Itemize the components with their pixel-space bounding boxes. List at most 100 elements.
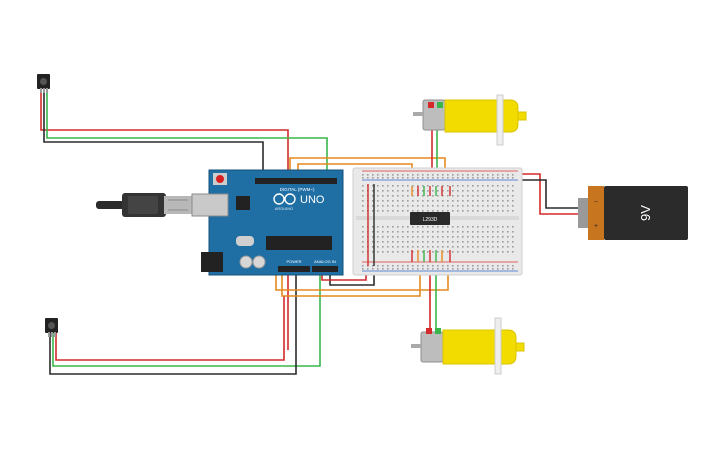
power-jack <box>201 252 223 272</box>
breadboard-hole <box>442 205 444 207</box>
battery-9v[interactable]: − + 9V <box>578 186 688 240</box>
breadboard-hole <box>457 246 459 248</box>
breadboard-hole <box>502 190 504 192</box>
breadboard-hole <box>442 251 444 253</box>
analog-header-label: ANALOG IN <box>314 259 336 264</box>
breadboard-hole <box>497 205 499 207</box>
breadboard-hole <box>477 210 479 212</box>
breadboard-hole <box>492 210 494 212</box>
breadboard-hole <box>412 190 414 192</box>
breadboard-hole <box>442 231 444 233</box>
breadboard-hole <box>397 195 399 197</box>
breadboard-hole <box>492 174 494 176</box>
breadboard-hole <box>407 200 409 202</box>
breadboard-hole <box>512 210 514 212</box>
breadboard[interactable]: L293D <box>352 167 523 276</box>
breadboard-hole <box>402 205 404 207</box>
breadboard-hole <box>482 174 484 176</box>
breadboard-hole <box>407 185 409 187</box>
usb-cable[interactable] <box>96 193 192 217</box>
breadboard-hole <box>512 185 514 187</box>
breadboard-hole <box>442 236 444 238</box>
ir-sensor-top[interactable] <box>37 74 50 93</box>
wire-sensor-bottom-black[interactable] <box>49 260 297 375</box>
breadboard-hole <box>512 200 514 202</box>
breadboard-hole <box>377 241 379 243</box>
breadboard-hole <box>387 251 389 253</box>
breadboard-hole <box>417 174 419 176</box>
breadboard-hole <box>497 241 499 243</box>
breadboard-hole <box>442 265 444 267</box>
breadboard-hole <box>427 174 429 176</box>
breadboard-hole <box>492 251 494 253</box>
breadboard-hole <box>482 185 484 187</box>
breadboard-hole <box>392 190 394 192</box>
breadboard-hole <box>457 210 459 212</box>
breadboard-hole <box>482 265 484 267</box>
wire-battery-black[interactable] <box>514 179 580 209</box>
breadboard-hole <box>482 190 484 192</box>
breadboard-hole <box>442 174 444 176</box>
breadboard-hole <box>467 236 469 238</box>
breadboard-hole <box>457 268 459 270</box>
l293d-chip[interactable] <box>410 212 450 225</box>
breadboard-hole <box>422 231 424 233</box>
breadboard-hole <box>427 268 429 270</box>
breadboard-hole <box>382 185 384 187</box>
breadboard-hole <box>442 241 444 243</box>
breadboard-hole <box>467 246 469 248</box>
wire-sensor-bottom-red[interactable] <box>55 296 285 361</box>
ir-sensor-bottom[interactable] <box>45 318 58 337</box>
breadboard-hole <box>512 177 514 179</box>
breadboard-hole <box>512 246 514 248</box>
dc-motor-top[interactable] <box>413 94 527 146</box>
breadboard-hole <box>432 174 434 176</box>
breadboard-hole <box>397 205 399 207</box>
breadboard-hole <box>492 241 494 243</box>
breadboard-hole <box>417 231 419 233</box>
battery-body <box>604 186 688 240</box>
wire-sensor-bottom-green[interactable] <box>52 270 321 367</box>
breadboard-hole <box>487 265 489 267</box>
breadboard-hole <box>377 268 379 270</box>
wire-sensor-top-green[interactable] <box>46 92 328 172</box>
breadboard-hole <box>502 195 504 197</box>
breadboard-hole <box>362 177 364 179</box>
breadboard-hole <box>367 174 369 176</box>
breadboard-hole <box>362 231 364 233</box>
wire-battery-red[interactable] <box>514 173 580 215</box>
breadboard-hole <box>397 226 399 228</box>
breadboard-hole <box>417 177 419 179</box>
breadboard-hole <box>457 251 459 253</box>
breadboard-hole <box>382 174 384 176</box>
wire-sensor-top-black[interactable] <box>43 92 264 170</box>
breadboard-hole <box>487 241 489 243</box>
breadboard-hole <box>477 246 479 248</box>
breadboard-hole <box>387 241 389 243</box>
breadboard-hole <box>437 231 439 233</box>
battery-minus-label: − <box>594 199 598 206</box>
breadboard-hole <box>397 190 399 192</box>
wire-orange-3[interactable] <box>281 262 421 297</box>
breadboard-hole <box>477 251 479 253</box>
breadboard-hole <box>462 265 464 267</box>
breadboard-hole <box>407 190 409 192</box>
dc-motor-bottom[interactable] <box>411 317 525 375</box>
breadboard-hole <box>477 200 479 202</box>
breadboard-hole <box>402 268 404 270</box>
breadboard-hole <box>432 236 434 238</box>
breadboard-hole <box>492 185 494 187</box>
battery-plus-label: + <box>594 223 598 230</box>
breadboard-hole <box>457 236 459 238</box>
breadboard-hole <box>372 265 374 267</box>
arduino-uno-board[interactable]: DIGITAL (PWM~) UNO ARDUINO POWER ANALOG … <box>191 169 344 276</box>
breadboard-hole <box>507 195 509 197</box>
breadboard-hole <box>492 268 494 270</box>
breadboard-hole <box>497 177 499 179</box>
breadboard-hole <box>447 236 449 238</box>
wire-orange-4[interactable] <box>275 262 449 291</box>
breadboard-hole <box>472 226 474 228</box>
breadboard-hole <box>412 231 414 233</box>
breadboard-hole <box>417 210 419 212</box>
capacitor-1 <box>239 255 253 269</box>
